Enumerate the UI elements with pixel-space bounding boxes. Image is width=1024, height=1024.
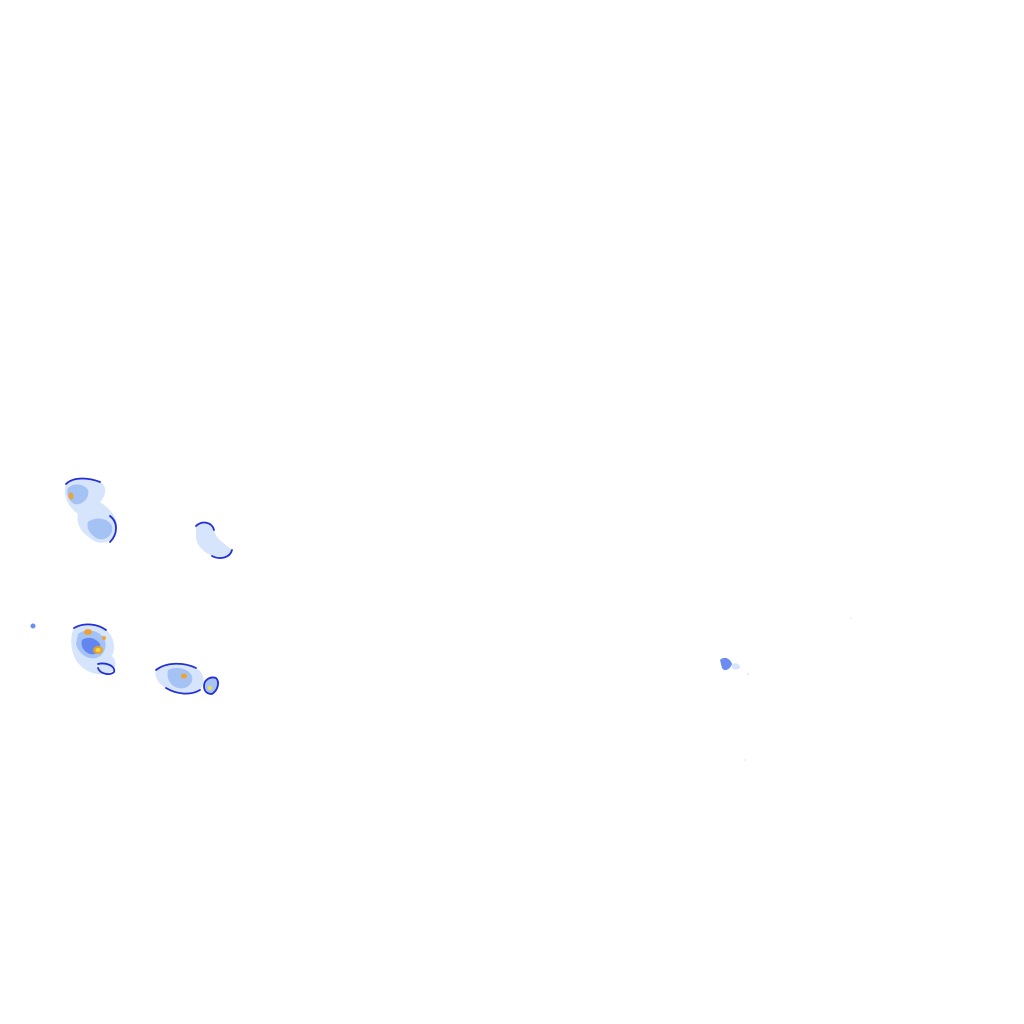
echo-core: [84, 629, 92, 635]
precipitation-echo-northwest: [64, 477, 118, 543]
echo-low-area: [67, 484, 89, 505]
echo-strong-edge: [195, 521, 233, 559]
echo-core: [102, 636, 106, 640]
echo-isolated-cell: [30, 623, 36, 629]
precipitation-echo-east: [720, 617, 852, 761]
echo-speck: [850, 617, 852, 619]
echo-strong-edge: [203, 676, 219, 695]
echo-small-cell: [204, 677, 219, 694]
echo-strong-edge: [65, 477, 117, 543]
echo-medium-area: [720, 657, 732, 671]
echo-light-area: [196, 522, 232, 558]
precipitation-echo-north-center: [195, 521, 233, 559]
echo-speck: [747, 673, 749, 675]
echo-light-area: [732, 663, 740, 670]
precipitation-echo-southwest: [155, 662, 219, 695]
echo-core: [68, 492, 74, 500]
echo-core: [208, 686, 212, 690]
echo-strong-edge: [73, 623, 116, 675]
precipitation-echo-west: [30, 623, 116, 675]
echo-strong-edge: [155, 662, 201, 695]
echo-low-area: [87, 518, 113, 540]
echo-speck: [744, 759, 746, 761]
echo-core: [181, 673, 187, 679]
echo-low-area: [167, 668, 193, 689]
echo-peak: [95, 648, 101, 652]
